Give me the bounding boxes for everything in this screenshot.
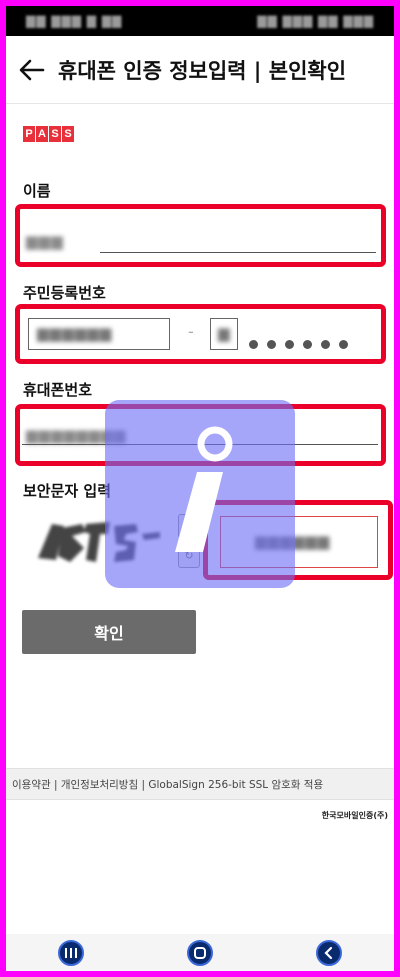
company-name: 한국모바일인증(주): [321, 811, 388, 820]
name-value-redacted: ▆▆▆: [26, 232, 64, 250]
rrn-front-redacted: ▆▆▆▆▆▆: [37, 324, 113, 342]
pass-logo: P A S S: [23, 126, 74, 142]
rrn-label: 주민등록번호: [23, 284, 106, 302]
captcha-label: 보안문자 입력: [23, 482, 112, 500]
recent-apps-button[interactable]: [57, 939, 84, 966]
page-title: 휴대폰 인증 정보입력 | 본인확인: [58, 58, 347, 83]
status-bar: ▇▇ ▇▇▇ ▇ ▇▇ ▇▇ ▇▇▇ ▇▇ ▇▇▇: [6, 6, 394, 36]
rrn-front-input[interactable]: ▆▆▆▆▆▆: [28, 318, 170, 350]
screen-frame: ▇▇ ▇▇▇ ▇ ▇▇ ▇▇ ▇▇▇ ▇▇ ▇▇▇ 휴대폰 인증 정보입력 | …: [6, 6, 394, 971]
rrn-back-first-input[interactable]: ▆: [210, 318, 238, 350]
logo-letter: S: [62, 126, 74, 142]
name-underline: [100, 252, 376, 253]
logo-letter: A: [36, 126, 48, 142]
rrn-separator: -: [188, 322, 194, 341]
phone-label: 휴대폰번호: [23, 381, 93, 399]
name-label: 이름: [23, 182, 51, 200]
form-content: P A S S 이름 ▆▆▆ 주민등록번호 ▆▆▆▆▆▆ - ▆ 휴대폰번호 ▆…: [6, 104, 394, 934]
phone-value-redacted: ▆▆▆▆▆▆▆▆: [26, 426, 127, 444]
chevron-left-icon: [324, 946, 333, 959]
name-highlight-box: [15, 204, 386, 267]
arrow-left-icon[interactable]: [16, 54, 48, 86]
footer-links[interactable]: 이용약관 | 개인정보처리방침 | GlobalSign 256-bit SSL…: [6, 768, 394, 800]
rrn-back-redacted: ▆: [218, 324, 231, 342]
system-nav-bar: [6, 934, 394, 971]
logo-letter: S: [49, 126, 61, 142]
info-icon: [175, 426, 233, 552]
home-button[interactable]: [186, 939, 213, 966]
rrn-masked-dots: [249, 340, 348, 349]
info-watermark-overlay: [105, 400, 295, 588]
status-right-redacted: ▇▇ ▇▇▇ ▇▇ ▇▇▇: [257, 14, 374, 28]
recent-apps-icon: [64, 947, 77, 958]
app-bar: 휴대폰 인증 정보입력 | 본인확인: [6, 36, 394, 104]
home-icon: [193, 946, 206, 959]
logo-letter: P: [23, 126, 35, 142]
rrn-highlight-box: [15, 304, 386, 364]
confirm-button[interactable]: 확인: [22, 610, 196, 654]
status-left-redacted: ▇▇ ▇▇▇ ▇ ▇▇: [26, 14, 123, 28]
back-button[interactable]: [316, 939, 343, 966]
